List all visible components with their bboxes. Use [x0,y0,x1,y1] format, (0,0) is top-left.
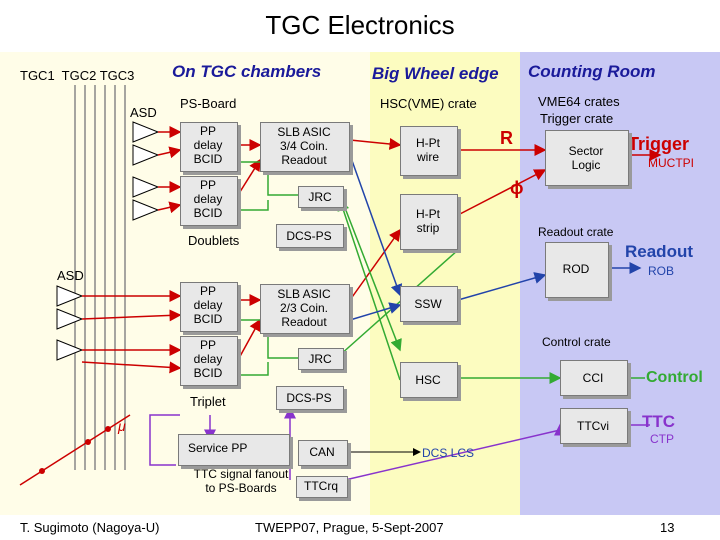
hsc-crate-label: HSC(VME) crate [380,96,477,111]
asd-top-label: ASD [130,105,157,120]
tgc-layers-label: TGC1 TGC2 TGC3 [20,68,135,83]
ssw-box [400,286,458,322]
can-box-text: CAN [309,445,335,459]
service-pp-box-text: Service PP [188,441,248,455]
title-bar [0,0,720,52]
ssw-box-text: SSW [414,297,442,311]
ttcrq-box [296,476,348,498]
pp-box-3 [180,282,238,332]
dcs-lcs-label: DCS LCS [422,446,475,460]
cci-box-text: CCI [582,371,604,385]
dcs-ps-box-2 [276,386,344,410]
hpt-wire-box [400,126,458,176]
ttcvi-box [560,408,628,444]
dcs-ps-box-1 [276,224,344,248]
footer-event: TWEPP07, Prague, 5-Sept-2007 [255,520,444,535]
readout-crate-label: Readout crate [538,225,614,239]
rod-box [545,242,609,298]
pp-box-3-text: PP delay BCID [193,284,223,326]
hpt-strip-box [400,194,458,250]
service-pp-box [178,434,290,466]
rob-label: ROB [648,264,675,278]
vme64-label: VME64 crates [538,94,620,109]
big-wheel-header: Big Wheel edge [372,64,499,83]
hpt-strip-box-text: H-Pt strip [416,207,440,235]
mu-label: μ [118,418,126,434]
phi-label: ϕ [510,178,524,198]
cci-box [560,360,628,396]
jrc-box-2-text: JRC [308,352,332,366]
rod-box-text: ROD [562,262,590,276]
pp-box-2-text: PP delay BCID [193,178,223,220]
triplet-label: Triplet [190,394,226,409]
can-box [298,440,348,466]
pp-box-2 [180,176,238,226]
pp-box-1-text: PP delay BCID [193,124,223,166]
footer-bar [0,515,720,540]
ttcrq-box-text: TTCrq [304,479,338,493]
counting-room-header: Counting Room [528,62,656,81]
dcs-ps-box-1-text: DCS-PS [286,229,332,243]
slb-asic-box-1-text: SLB ASIC 3/4 Coin. Readout [277,125,331,167]
page-title: TGC Electronics [265,10,455,40]
slb-asic-box-1 [260,122,350,172]
footer-page-number: 13 [660,520,675,535]
footer-author: T. Sugimoto (Nagoya-U) [20,520,160,535]
jrc-box-1-text: JRC [308,190,332,204]
jrc-box-2 [298,348,344,370]
hsc-box [400,362,458,398]
jrc-box-1 [298,186,344,208]
pp-box-4-text: PP delay BCID [193,338,223,380]
sector-logic-box-text: Sector Logic [568,144,604,172]
ttc-label: TTC [642,412,676,431]
control-label: Control [646,369,703,386]
control-crate-label: Control crate [542,335,611,349]
ps-board-label: PS-Board [180,96,237,111]
pp-box-1 [180,122,238,172]
hsc-box-text: HSC [415,373,441,387]
hpt-wire-box-text: H-Pt wire [416,136,440,164]
readout-label: Readout [625,242,693,261]
asd-bottom-label: ASD [57,268,84,283]
ttc-fanout-label: TTC signal fanout to PS-Boards [193,467,289,495]
muctpi-label: MUCTPI [648,156,694,170]
sector-logic-box [545,130,629,186]
doublets-label: Doublets [188,233,240,248]
ctp-label: CTP [650,432,674,446]
on-chambers-header: On TGC chambers [172,62,322,81]
ttcvi-box-text: TTCvi [577,419,609,433]
dcs-ps-box-2-text: DCS-PS [286,391,332,405]
trigger-label: Trigger [628,134,690,154]
slb-asic-box-2 [260,284,350,334]
r-label: R [500,128,513,148]
pp-box-4 [180,336,238,386]
slb-asic-box-2-text: SLB ASIC 2/3 Coin. Readout [277,287,331,329]
trigger-crate-label: Trigger crate [540,111,614,126]
